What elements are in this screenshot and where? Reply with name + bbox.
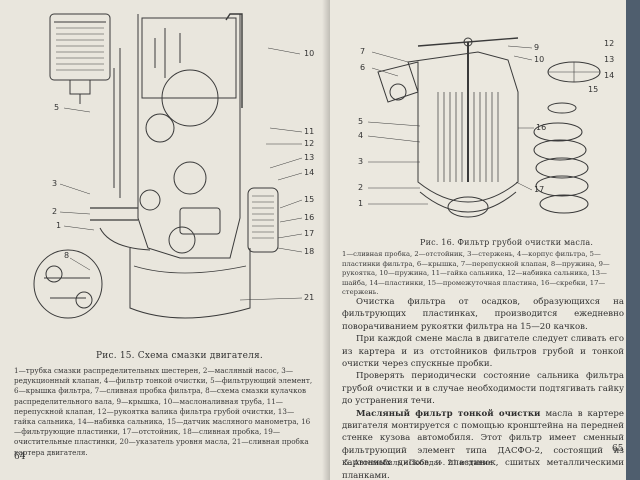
footnote: 5. Автомобиль «Победа». 21 издание <box>344 458 493 467</box>
page-number-right: 65 <box>612 444 624 454</box>
fig15-label-3: 3 <box>52 179 57 188</box>
body-text: Очистка фильтра от осадков, образующихся… <box>342 296 624 480</box>
fig16-label-17: 17 <box>534 185 544 194</box>
paragraph-4: Масляный фильтр тонкой очистки масла в к… <box>342 408 624 480</box>
paragraph-2: При каждой смене масла в двигателе следу… <box>342 334 624 370</box>
fig16-label-1: 1 <box>358 199 363 208</box>
fig16-caption-title: Рис. 16. Фильтр грубой очистки масла. <box>420 238 594 247</box>
fig15-label-12: 12 <box>304 139 314 148</box>
fig16-label-6: 6 <box>360 63 365 72</box>
page-number-left: 64 <box>14 452 26 462</box>
fig16-label-15: 15 <box>588 85 598 94</box>
left-page: 10 11 12 13 14 15 16 17 18 21 5 3 2 1 8 … <box>0 0 330 480</box>
fig16-legend: 1—сливная пробка, 2—отстойник, 3—стержен… <box>342 250 610 297</box>
fig16-label-14: 14 <box>604 71 614 80</box>
fig15-label-11: 11 <box>304 127 314 136</box>
fig15-label-10: 10 <box>304 49 314 58</box>
coarse-oil-filter-diagram: 7 6 5 4 3 2 1 9 10 16 17 12 13 14 15 <box>358 37 614 218</box>
fig15-label-21: 21 <box>304 293 314 302</box>
fig15-legend: 1—трубка смазки распределительных шестер… <box>14 366 313 457</box>
fig15-caption-text: 1—трубка смазки распределительных шестер… <box>14 366 314 458</box>
fig15-label-15: 15 <box>304 195 314 204</box>
fig16-label-10: 10 <box>534 55 544 64</box>
bold-lead: Масляный фильтр тонкой очистки <box>356 408 541 419</box>
fig15-label-17: 17 <box>304 229 314 238</box>
fig15-label-16: 16 <box>304 213 314 222</box>
fig15-label-8: 8 <box>64 251 69 260</box>
fig15-label-5: 5 <box>54 103 59 112</box>
fig16-label-16: 16 <box>536 123 546 132</box>
fig15-label-1: 1 <box>56 221 61 230</box>
fig16-label-7: 7 <box>360 47 365 56</box>
fig16-label-12: 12 <box>604 39 614 48</box>
paragraph-4-text: масла в картере двигателя монтируется с … <box>342 408 624 480</box>
fig15-caption-title: Рис. 15. Схема смазки двигателя. <box>96 351 263 361</box>
paragraph-1: Очистка фильтра от осадков, образующихся… <box>342 297 624 332</box>
fig16-label-9: 9 <box>534 43 539 52</box>
fig16-label-5: 5 <box>358 117 363 126</box>
fig16-label-13: 13 <box>604 55 614 64</box>
fig16-label-2: 2 <box>358 183 363 192</box>
fig15-label-14: 14 <box>304 168 314 177</box>
fig16-label-4: 4 <box>358 131 363 140</box>
fig16-label-3: 3 <box>358 157 363 166</box>
background-right <box>626 0 640 480</box>
fig15-label-13: 13 <box>304 153 314 162</box>
paragraph-3: Проверять периодически состояние сальник… <box>342 371 624 407</box>
right-page: 7 6 5 4 3 2 1 9 10 16 17 12 13 14 15 Рис… <box>330 0 630 480</box>
fig15-label-18: 18 <box>304 247 314 256</box>
engine-lubrication-diagram: 10 11 12 13 14 15 16 17 18 21 5 3 2 1 8 <box>33 13 314 319</box>
fig15-label-2: 2 <box>52 207 57 216</box>
fig16-caption-text: 1—сливная пробка, 2—отстойник, 3—стержен… <box>342 250 622 298</box>
